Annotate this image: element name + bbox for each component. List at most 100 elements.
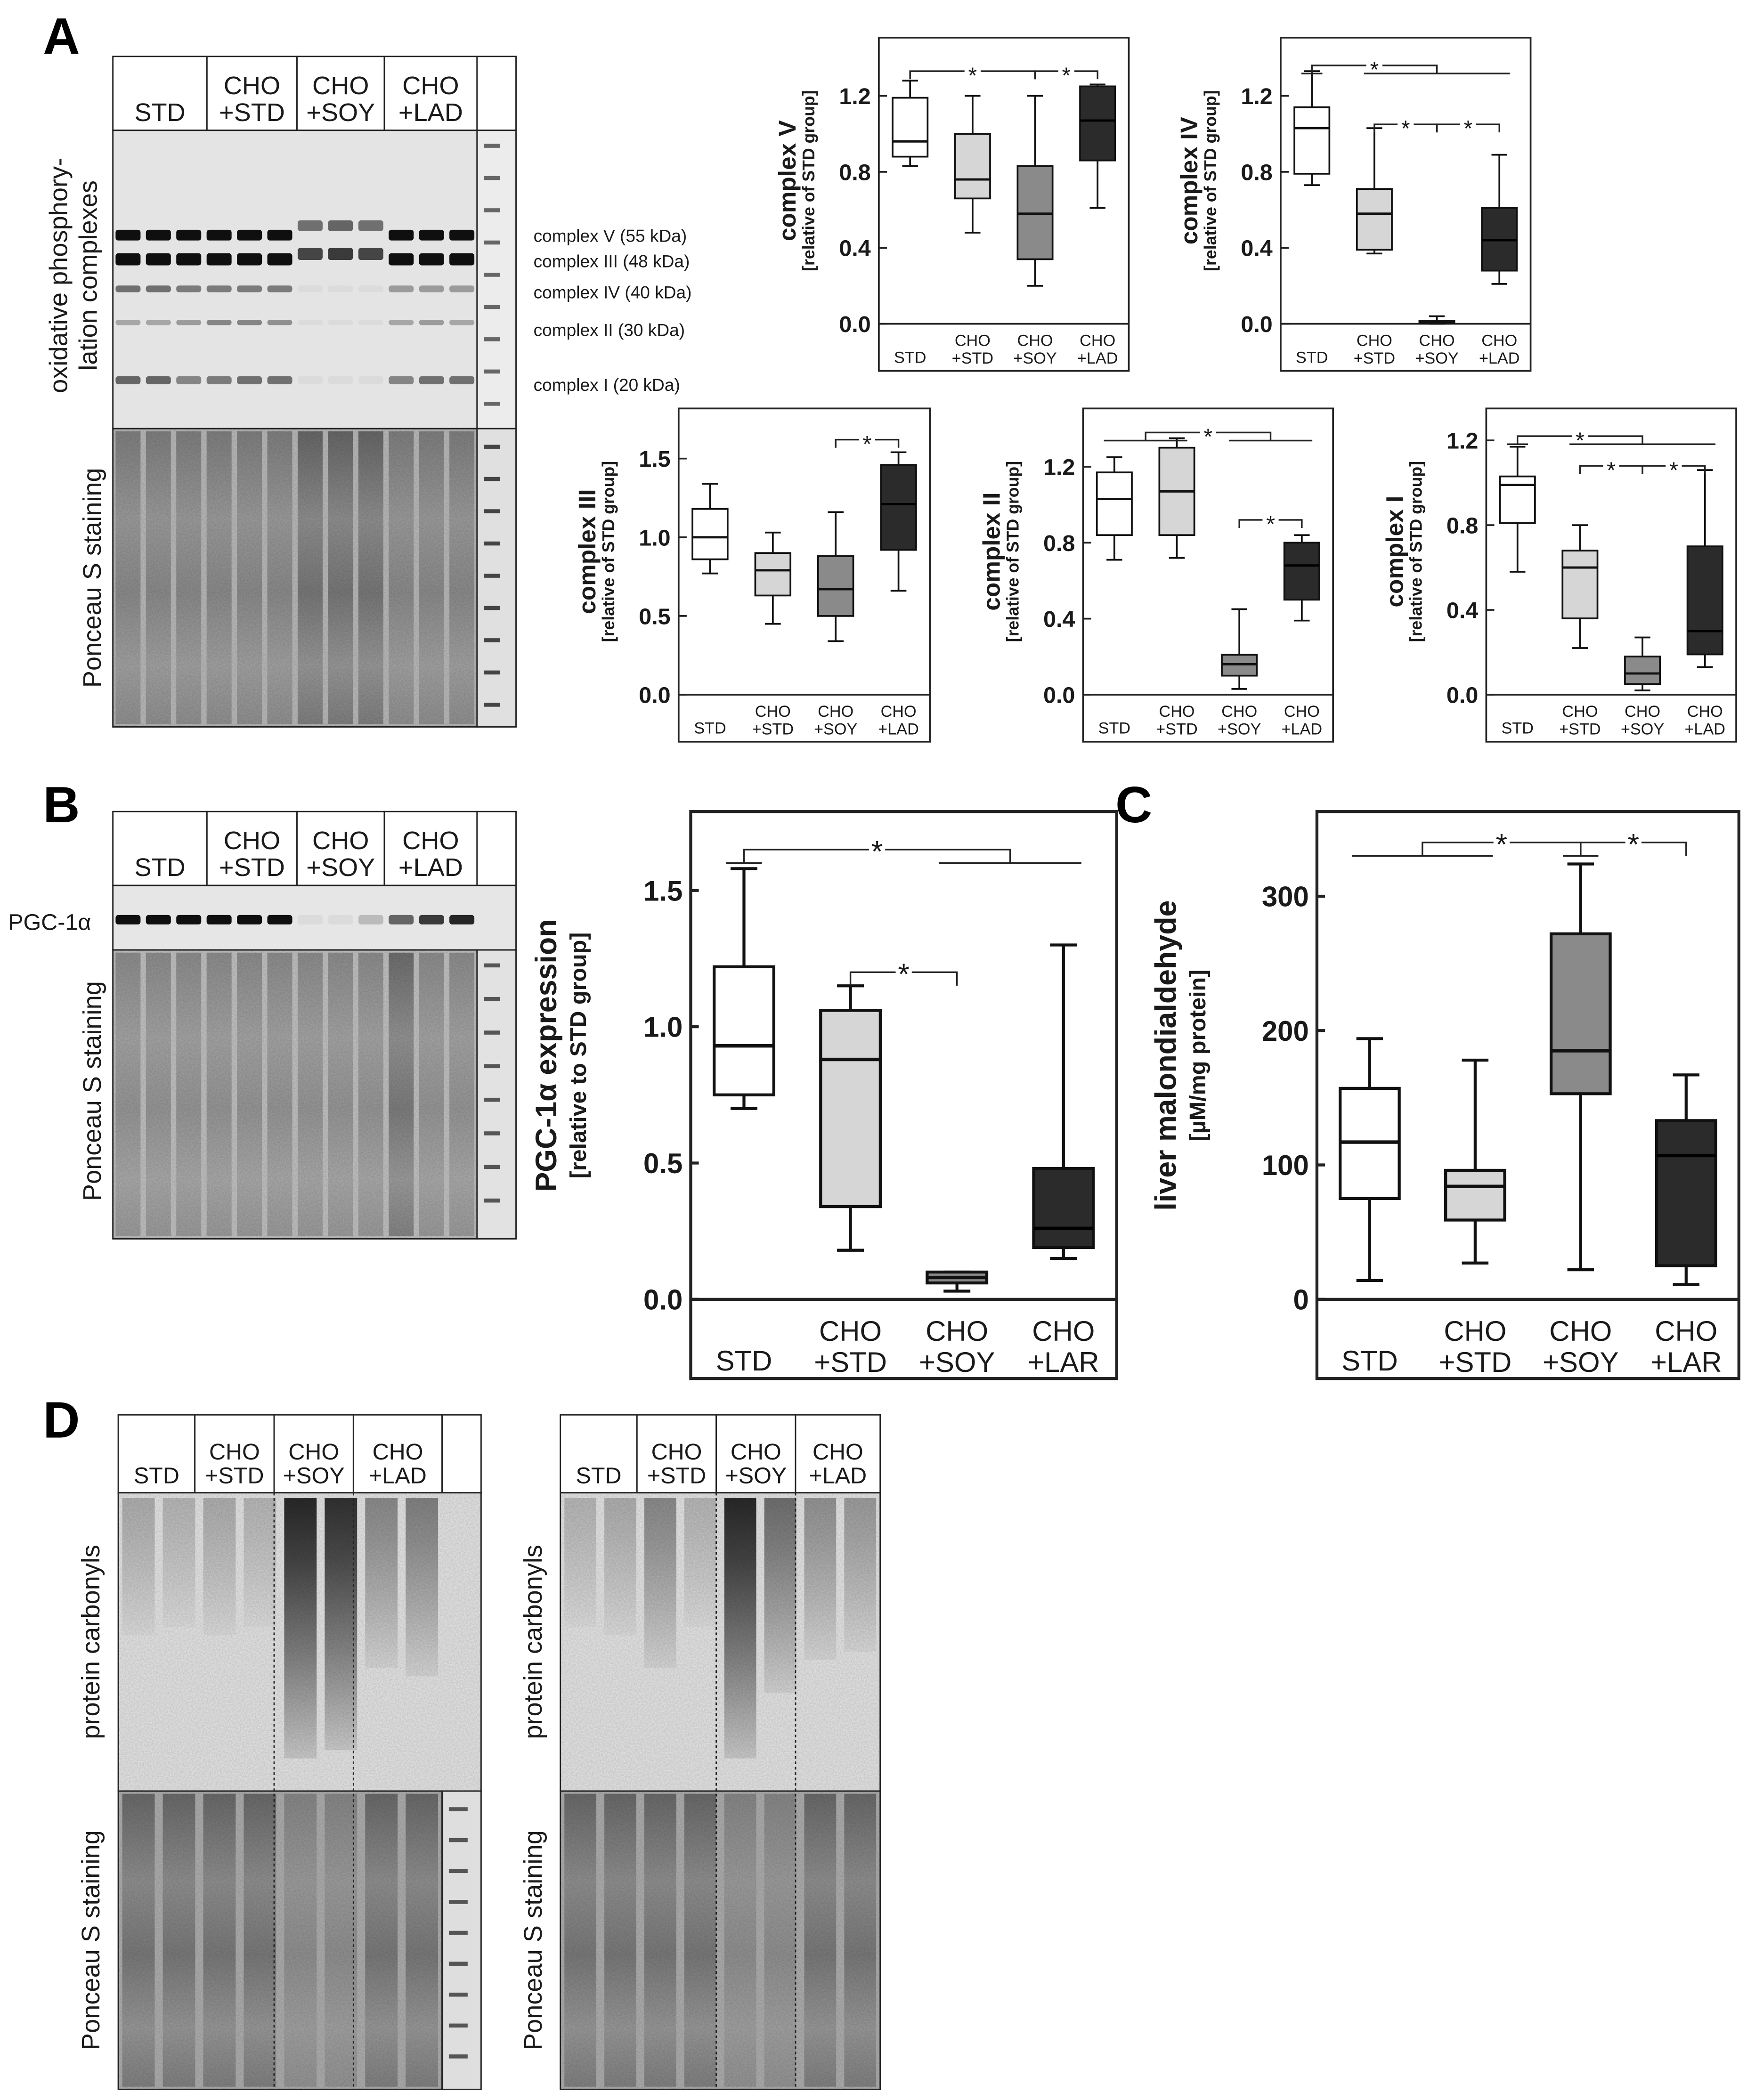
blot-a-ponceau-ladder-mark (484, 541, 500, 546)
significance-star: * (1628, 828, 1639, 861)
y-axis-sublabel: [relative of STD group] (799, 90, 818, 271)
significance-gap (1493, 837, 1510, 848)
blot-d1-ladder-mark (448, 2054, 468, 2059)
blot-d2-lane-label-2-line: +SOY (725, 1463, 787, 1489)
x-tick-label-line: CHO (926, 1315, 988, 1347)
blot-a-band (267, 320, 293, 325)
blot-b-lane-label-3-line: CHO (402, 827, 459, 855)
blot-a-band (115, 253, 141, 266)
box-2 (1624, 636, 1661, 691)
blot-a-band-label-1: complex III (48 kDa) (534, 251, 690, 271)
blot-a-ponceau-grain (113, 429, 477, 727)
blot-a-header-cell (112, 56, 208, 131)
blot-a-band (328, 248, 353, 260)
x-tick-label-line: STD (694, 720, 726, 738)
blot-a-band (146, 229, 171, 241)
blot-a-ponceau-ladder-mark (484, 670, 500, 675)
significance-star: * (1496, 828, 1507, 861)
blot-a-ladder-mark (484, 240, 500, 245)
blot-a-lane-label-1: CHO+STD (219, 72, 285, 127)
x-tick-label-line: CHO (1625, 703, 1660, 721)
box-2 (817, 511, 854, 642)
x-tick-label-line: CHO (1481, 332, 1517, 349)
y-tick-label: 300 (1262, 881, 1309, 913)
x-tick-label-line: CHO (881, 703, 917, 721)
y-tick-label: 200 (1262, 1015, 1309, 1047)
significance-star: * (1576, 428, 1584, 454)
blot-a-band (297, 285, 323, 292)
x-tick-label-line: STD (1296, 349, 1328, 366)
blot-a-band (267, 229, 293, 241)
blot-d1-side-label-top: protein carbonyls (77, 1545, 105, 1739)
blot-b-lane-label-2-line: +SOY (306, 853, 375, 882)
blot-d1-header-cell (441, 1414, 482, 1494)
box-0 (1499, 446, 1536, 573)
box-1 (819, 984, 882, 1252)
blot-a-band (449, 285, 475, 292)
blot-a-ponceau-ladder-mark (484, 606, 500, 610)
y-tick-label: 0.0 (1241, 312, 1272, 337)
box-0 (892, 80, 929, 167)
blot-d1-ladder-mark (448, 1869, 468, 1873)
blot-d1-ponceau-grain (118, 1791, 442, 2090)
y-axis-label: PGC-1α expression (530, 919, 563, 1192)
y-axis-label: complex IV (1176, 117, 1203, 244)
box-iqr (892, 97, 929, 158)
blot-a-side-label-top-line: oxidative phosphory- (45, 158, 73, 393)
blot-d2-header-cell (795, 1414, 881, 1494)
blot-b-lane-label-3-line: +LAD (398, 853, 463, 882)
y-tick-label: 1.0 (639, 525, 670, 551)
blot-d2-lane-label-1: CHO+STD (647, 1439, 706, 1489)
box-iqr (1561, 550, 1599, 619)
box-1 (754, 531, 792, 625)
blot-d2-lane-label-0-line: STD (576, 1463, 622, 1489)
blot-b-ladder-mark (484, 1030, 500, 1035)
x-tick-label: CHO+STD (1156, 703, 1197, 738)
box-iqr (880, 464, 917, 551)
box-iqr (1032, 1167, 1095, 1249)
blot-a-ponceau-ladder-mark (484, 703, 500, 707)
blot-a-band (358, 320, 383, 325)
y-tick-label: 100 (1262, 1150, 1309, 1181)
blot-d1-lane-label-0-line: STD (134, 1463, 179, 1489)
x-tick-label: STD (1296, 349, 1328, 366)
x-tick-label-line: +SOY (1013, 349, 1056, 367)
chart-frame (1280, 37, 1532, 372)
blot-a-band (176, 253, 202, 266)
blot-b-band (328, 915, 353, 924)
y-tick-label: 0.0 (1043, 682, 1075, 708)
blot-a-lane-label-3-line: CHO (402, 72, 459, 100)
y-tick-label: 1.5 (643, 875, 683, 907)
significance-gap (964, 65, 981, 77)
blot-a-band (206, 253, 232, 266)
y-tick-label: 0.8 (1241, 160, 1272, 185)
blot-a-band (146, 285, 171, 292)
blot-d1-side-label-bottom: Ponceau S staining (77, 1830, 105, 2050)
blot-b-lane-label-3: CHO+LAD (398, 827, 463, 882)
x-tick-label-line: +SOY (1621, 720, 1664, 738)
blot-a-ladder-mark (484, 273, 500, 277)
blot-b-ponceau-grain (113, 950, 477, 1239)
blot-b-band (358, 915, 383, 924)
blot-a-band (389, 285, 414, 292)
x-tick-label-line: CHO (1357, 332, 1392, 349)
box-2 (1016, 95, 1054, 287)
y-tick-label: 0.4 (1241, 236, 1272, 261)
blot-a-band (176, 320, 202, 325)
x-tick-label: STD (694, 720, 726, 738)
blot-d1-ladder-mark (448, 1900, 468, 1904)
box-1 (1356, 127, 1393, 255)
significance-gap (1460, 119, 1477, 130)
blot-a-band (389, 253, 414, 266)
blot-a-header-cell (206, 56, 298, 131)
y-tick-label: 1.2 (1043, 454, 1075, 480)
x-tick-label: STD (894, 349, 926, 366)
x-tick-label-line: +STD (752, 720, 794, 738)
y-tick-label: 0.0 (839, 312, 870, 337)
x-tick-label: CHO+SOY (1415, 332, 1458, 367)
blot-d2-lane-label-2-line: CHO (731, 1439, 781, 1465)
blot-a-ponceau-ladder-mark (484, 445, 500, 449)
